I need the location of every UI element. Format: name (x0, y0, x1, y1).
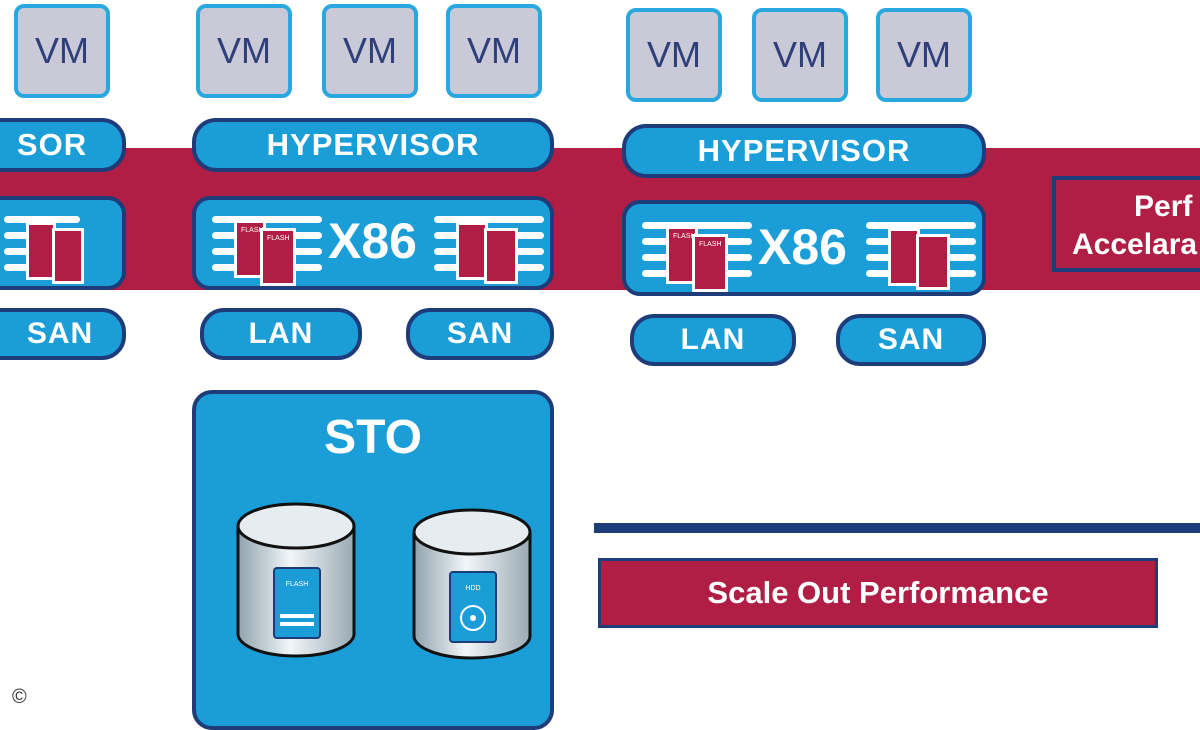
san-pill: SAN (406, 308, 554, 360)
storage-title: STO (324, 411, 422, 464)
san-pill: SAN (836, 314, 986, 366)
hypervisor-label: HYPERVISOR (266, 127, 480, 162)
san-label: SAN (877, 323, 945, 356)
vm-box: VM (322, 4, 418, 98)
vm-label: VM (467, 30, 521, 71)
copyright-mark: © (12, 686, 27, 708)
hdd-disk-icon: HDD (412, 508, 532, 660)
hypervisor-pill: HYPERVISOR (192, 118, 554, 172)
san-label: SAN (26, 317, 94, 350)
flash-card: FLASH (692, 234, 728, 292)
memory-card (52, 228, 84, 284)
flash-card: FLASH (260, 228, 296, 286)
vm-box: VM (196, 4, 292, 98)
hypervisor-pill: SOR (0, 118, 126, 172)
svg-text:HDD: HDD (465, 585, 480, 592)
memory-card (888, 228, 920, 286)
vm-box: VM (876, 8, 972, 102)
x86-label: X86 (328, 213, 417, 269)
vm-label: VM (897, 34, 951, 75)
perf-line-2: Accelara (1072, 228, 1198, 261)
scale-out-line (594, 523, 1200, 533)
flash-disk-icon: FLASH (236, 502, 356, 658)
vm-label: VM (35, 30, 89, 71)
x86-server-box: FLASH FLASH X86 (192, 196, 554, 290)
vm-box: VM (752, 8, 848, 102)
flash-card-label: FLASH (241, 227, 264, 234)
memory-card (916, 234, 950, 290)
vm-box: VM (626, 8, 722, 102)
vm-label: VM (647, 34, 701, 75)
x86-server-box (0, 196, 126, 290)
vm-box: VM (446, 4, 542, 98)
vm-label: VM (773, 34, 827, 75)
flash-card-label: FLASH (267, 235, 290, 242)
hypervisor-label: SOR (16, 127, 88, 162)
scale-out-box: Scale Out Performance (598, 558, 1158, 628)
lan-label: LAN (680, 323, 746, 356)
performance-accelerator-box: Perf Accelara (1052, 176, 1200, 272)
memory-card (484, 228, 518, 284)
flash-card-label: FLASH (673, 233, 696, 240)
perf-line-1: Perf (1134, 190, 1193, 223)
storage-box: STO FLASH HDD (192, 390, 554, 730)
flash-card-label: FLASH (699, 241, 722, 248)
lan-pill: LAN (200, 308, 362, 360)
hypervisor-label: HYPERVISOR (697, 133, 911, 168)
scale-out-label: Scale Out Performance (707, 575, 1049, 610)
vm-box: VM (14, 4, 110, 98)
lan-pill: LAN (630, 314, 796, 366)
san-pill: SAN (0, 308, 126, 360)
svg-text:FLASH: FLASH (286, 581, 309, 588)
x86-label: X86 (758, 219, 847, 275)
san-label: SAN (446, 317, 514, 350)
memory-card (26, 222, 56, 280)
lan-label: LAN (248, 317, 314, 350)
vm-label: VM (217, 30, 271, 71)
x86-server-box: FLASH FLASH X86 (622, 200, 986, 296)
vm-label: VM (343, 30, 397, 71)
performance-band (0, 148, 1200, 290)
hypervisor-pill: HYPERVISOR (622, 124, 986, 178)
